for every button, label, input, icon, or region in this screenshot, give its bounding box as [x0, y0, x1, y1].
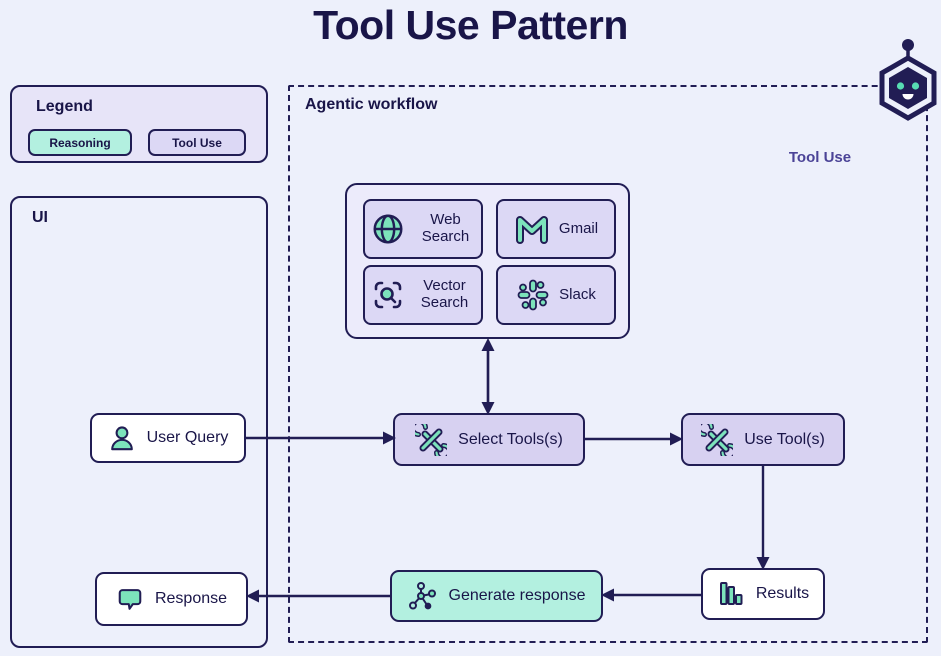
node-label: Generate response [448, 587, 586, 604]
node-results: Results [701, 568, 825, 620]
node-label: Use Tool(s) [744, 430, 825, 448]
node-response: Response [95, 572, 248, 626]
legend-badge-reasoning-label: Reasoning [49, 135, 111, 150]
tool-card-label: Web Search [421, 211, 470, 245]
ui-panel: UI [10, 196, 268, 648]
pattern-label: Tool Use [788, 149, 852, 166]
tool-card-web-search: Web Search [363, 199, 483, 259]
gmail-icon [515, 216, 548, 244]
person-icon [110, 426, 133, 451]
node-select-tools: Select Tools(s) [393, 413, 585, 466]
node-label: Select Tools(s) [458, 430, 563, 448]
page-title: Tool Use Pattern [313, 2, 628, 48]
legend-badge-tool-use: Tool Use [148, 129, 246, 156]
tools-container: Web Search Gmail Vector Search [345, 183, 630, 339]
tool-card-vector-search: Vector Search [363, 265, 483, 325]
tool-card-label: Gmail [558, 219, 599, 237]
node-label: Response [154, 590, 228, 607]
legend-panel: Legend Reasoning Tool Use [10, 85, 268, 163]
tool-card-gmail: Gmail [496, 199, 616, 259]
node-user-query: User Query [90, 413, 246, 463]
tool-card-label: Vector Search [420, 277, 469, 311]
agentic-workflow-title: Agentic workflow [305, 96, 438, 113]
node-label: Results [755, 585, 810, 602]
legend-badge-reasoning: Reasoning [28, 129, 132, 156]
globe-icon [373, 214, 402, 244]
tool-card-label: Slack [559, 285, 596, 303]
crossed-tools-icon [701, 423, 734, 456]
slack-icon [517, 279, 549, 311]
network-icon [408, 582, 436, 610]
bar-chart-icon [719, 582, 743, 605]
node-label: User Query [146, 429, 229, 446]
node-generate-response: Generate response [390, 570, 603, 622]
legend-title: Legend [36, 98, 93, 115]
tool-card-slack: Slack [496, 265, 616, 325]
robot-icon [879, 39, 937, 121]
node-use-tools: Use Tool(s) [681, 413, 845, 466]
crossed-tools-icon [415, 423, 448, 456]
agentic-workflow-panel: Agentic workflow [288, 85, 928, 643]
ui-panel-title: UI [32, 209, 48, 226]
chat-bubble-icon [118, 589, 142, 610]
vector-search-icon [374, 281, 401, 309]
legend-badge-tool-use-label: Tool Use [172, 135, 222, 150]
